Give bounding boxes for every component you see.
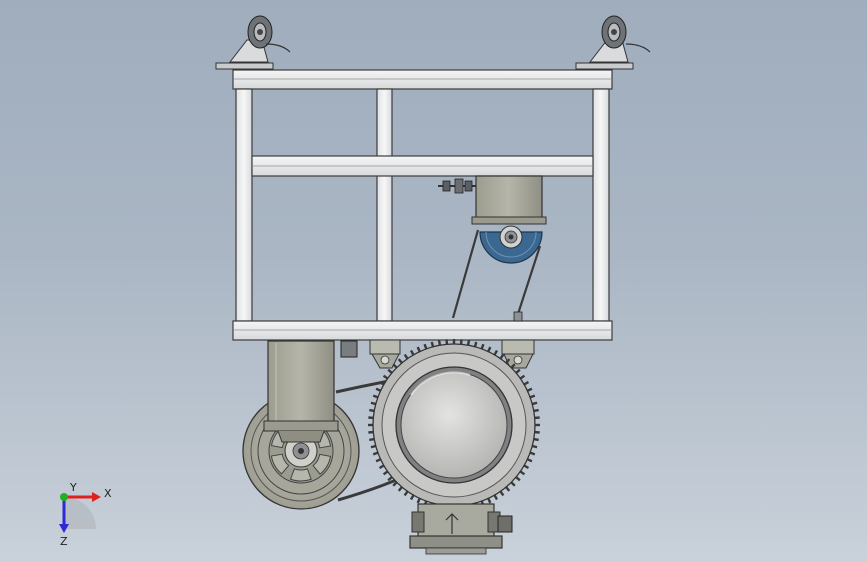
pulley-spoke-window xyxy=(312,453,332,475)
caster-left xyxy=(215,15,291,70)
caster-right xyxy=(575,15,651,70)
pulley-spoke-window xyxy=(270,453,290,475)
steel-frame xyxy=(232,69,613,341)
x-axis-arrowhead xyxy=(92,492,101,502)
electric-motor xyxy=(368,339,540,511)
upper-roller xyxy=(438,175,547,322)
axis-triad[interactable]: X Y Z xyxy=(59,481,112,548)
z-axis-label: Z xyxy=(60,535,68,548)
triad-plane xyxy=(64,497,96,529)
mount-brackets xyxy=(340,339,535,369)
z-axis-arrowhead xyxy=(59,524,69,533)
pulley-spoke-window xyxy=(289,468,312,482)
lower-housing xyxy=(263,340,339,443)
y-axis-label: Y xyxy=(69,481,77,494)
x-axis-label: X xyxy=(104,487,112,500)
y-axis-dot xyxy=(60,493,68,501)
gearbox-foot xyxy=(409,503,513,555)
